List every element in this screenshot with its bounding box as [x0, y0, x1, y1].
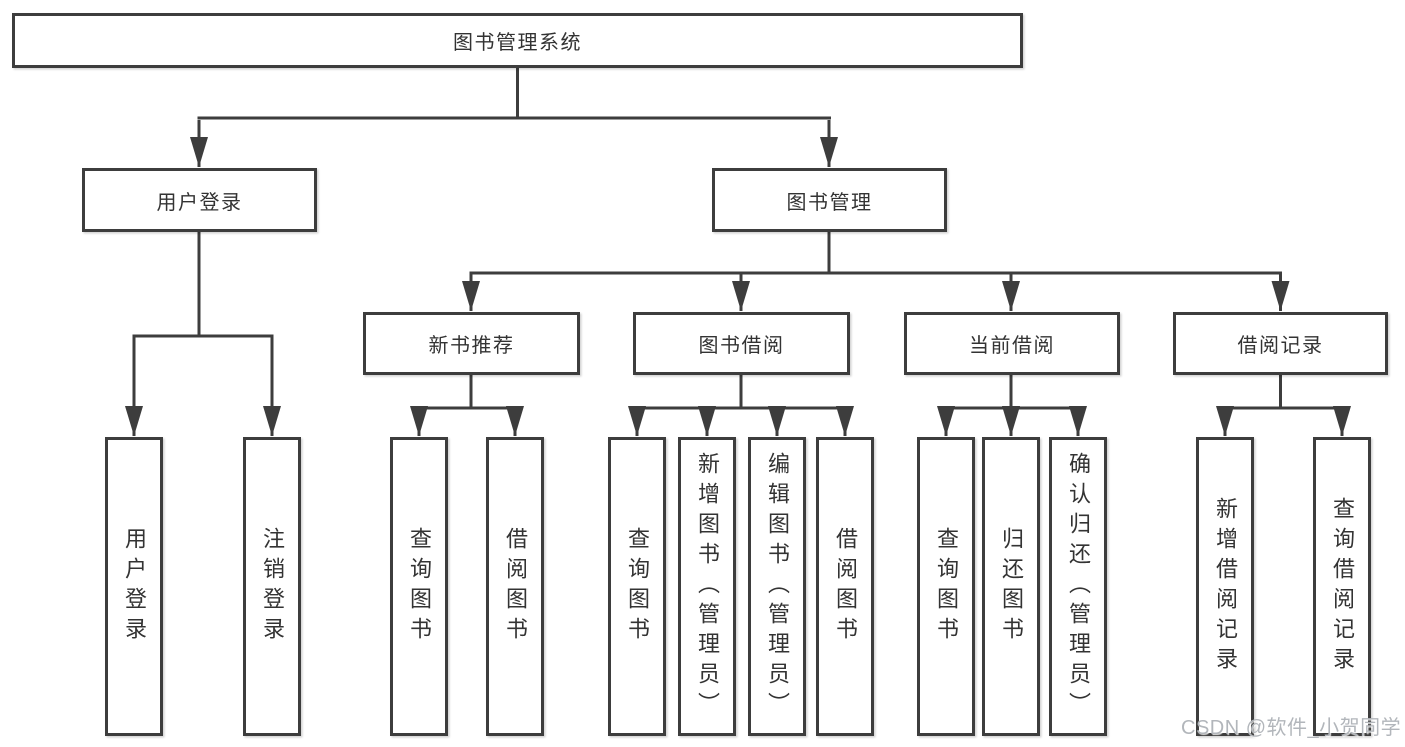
- node-label: 确认归还（管理员）: [1066, 451, 1091, 722]
- node-borrowing-records: 借阅记录: [1173, 312, 1388, 375]
- node-label: 图书借阅: [698, 335, 785, 357]
- node-label: 当前借阅: [969, 335, 1055, 357]
- node-book-management: 图书管理: [712, 168, 947, 232]
- node-label: 用户登录: [122, 526, 147, 647]
- node-label: 图书管理系统: [453, 32, 582, 54]
- node-label: 归还图书: [999, 526, 1024, 647]
- node-book-borrowing: 图书借阅: [633, 312, 850, 375]
- node-library-management-system: 图书管理系统: [12, 13, 1023, 68]
- leaf-add-borrowing-record: 新增借阅记录: [1196, 437, 1254, 736]
- leaf-borrow-books-recommend: 借阅图书: [486, 437, 544, 736]
- node-label: 图书管理: [786, 191, 873, 214]
- node-current-borrowing: 当前借阅: [904, 312, 1120, 375]
- node-label: 查询借阅记录: [1330, 496, 1355, 677]
- node-label: 新增借阅记录: [1213, 496, 1238, 677]
- leaf-edit-books-admin: 编辑图书（管理员）: [748, 437, 806, 736]
- leaf-query-books-current: 查询图书: [917, 437, 975, 736]
- node-label: 查询图书: [625, 526, 650, 647]
- node-label: 新增图书（管理员）: [695, 451, 720, 722]
- leaf-confirm-return-admin: 确认归还（管理员）: [1049, 437, 1107, 736]
- leaf-query-books-borrowing: 查询图书: [608, 437, 666, 736]
- leaf-add-books-admin: 新增图书（管理员）: [678, 437, 736, 736]
- node-label: 新书推荐: [428, 335, 515, 357]
- node-label: 查询图书: [934, 526, 959, 647]
- leaf-query-borrowing-record: 查询借阅记录: [1313, 437, 1371, 736]
- node-label: 注销登录: [260, 526, 285, 647]
- node-user-login: 用户登录: [82, 168, 317, 232]
- leaf-query-books-recommend: 查询图书: [390, 437, 448, 736]
- node-label: 用户登录: [156, 191, 243, 214]
- node-label: 查询图书: [407, 526, 432, 647]
- csdn-watermark: CSDN @软件_小贺同学: [1181, 717, 1402, 739]
- leaf-borrow-books: 借阅图书: [816, 437, 874, 736]
- node-label: 借阅记录: [1237, 335, 1324, 357]
- node-label: 借阅图书: [833, 526, 858, 647]
- leaf-user-login: 用户登录: [105, 437, 163, 736]
- leaf-return-books: 归还图书: [982, 437, 1040, 736]
- node-label: 借阅图书: [503, 526, 528, 647]
- node-label: 编辑图书（管理员）: [765, 451, 790, 722]
- node-new-book-recommend: 新书推荐: [363, 312, 580, 375]
- leaf-logout: 注销登录: [243, 437, 301, 736]
